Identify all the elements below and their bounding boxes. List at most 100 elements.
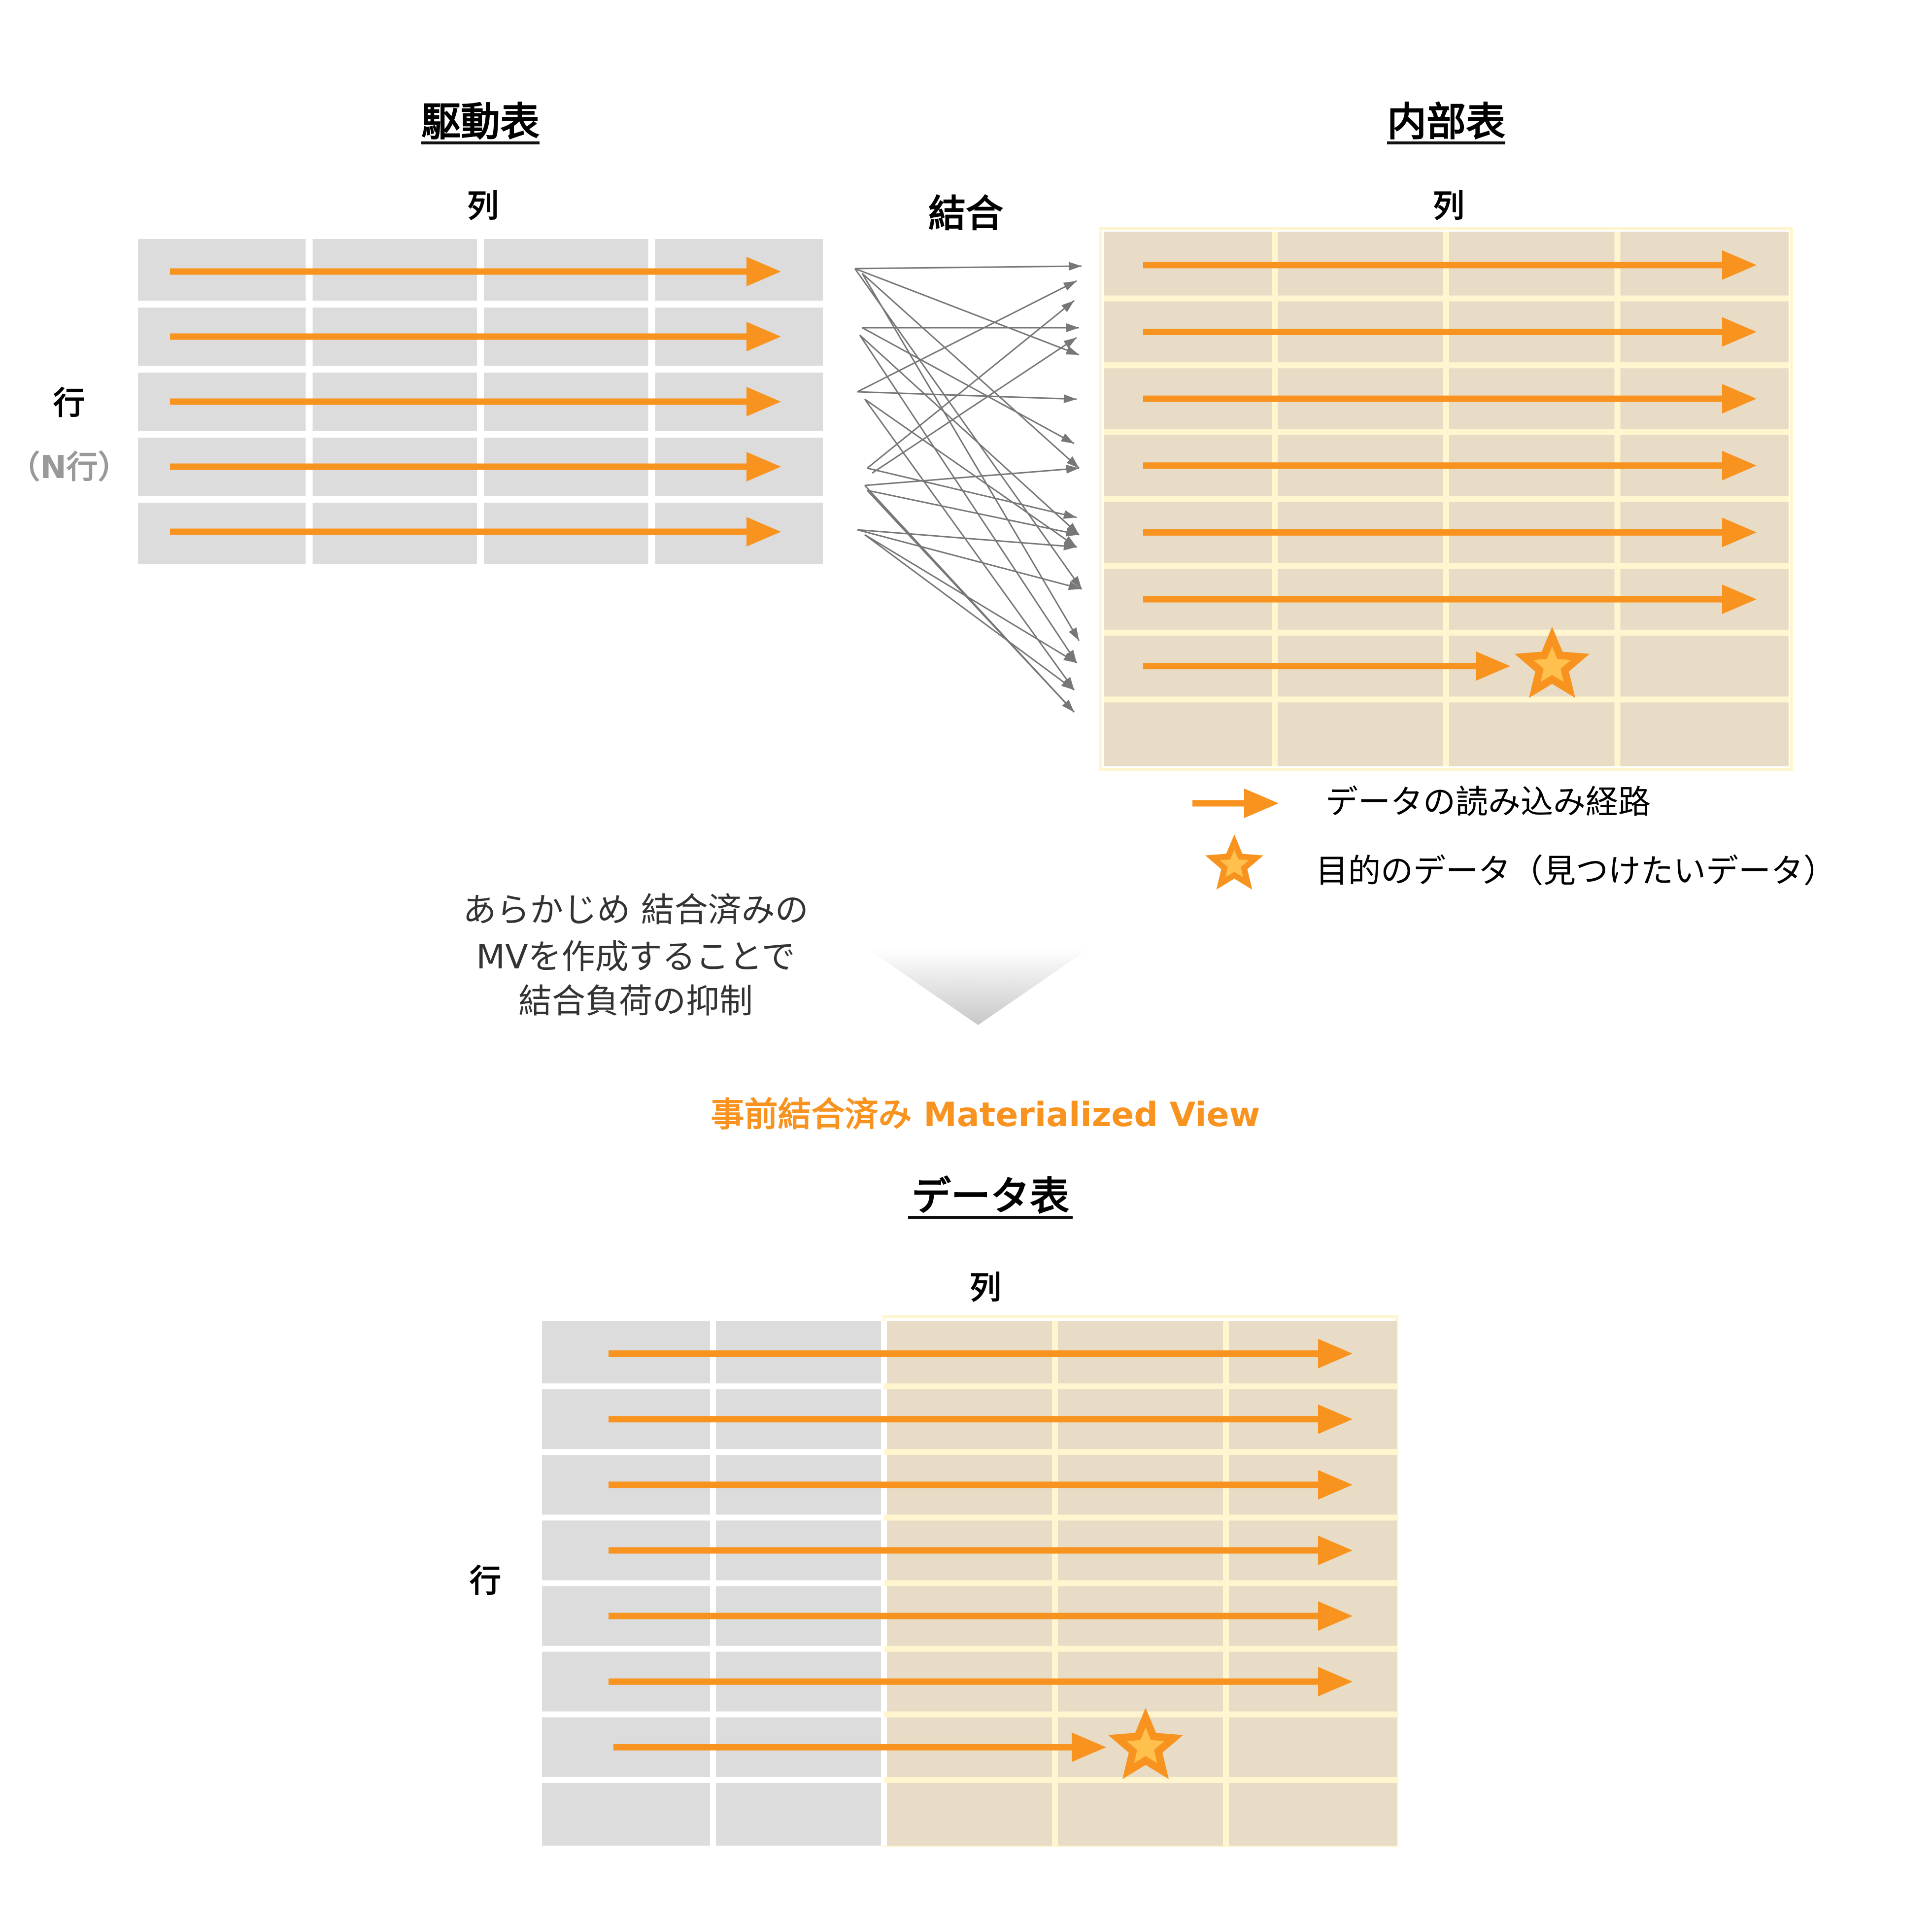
join-line: [854, 268, 1083, 589]
join-line: [861, 273, 1080, 641]
inner-table-cell: [1275, 699, 1446, 766]
read-path-arrow-icon: [170, 387, 781, 416]
join-arrowhead-icon: [1061, 679, 1074, 690]
join-line: [857, 529, 1082, 590]
join-arrowhead-icon: [1065, 346, 1079, 355]
target-star-icon-inner: [1533, 646, 1571, 682]
data-table-cell: [1055, 1780, 1226, 1846]
legend-read-path-arrow-icon: [1192, 789, 1279, 818]
read-path-arrow-icon: [1192, 789, 1279, 818]
data-table-row-label: 行: [470, 1563, 501, 1600]
legend-read-path-label: データの読み込み経路: [1325, 783, 1651, 821]
join-line: [867, 489, 1080, 536]
read-path-arrow-icon: [1143, 450, 1757, 480]
read-path-arrow-icon: [170, 322, 781, 351]
legend-star-shape-inner: [1220, 850, 1249, 878]
read-path-arrow-icon: [1143, 517, 1757, 548]
join-line: [864, 399, 1075, 690]
join-line: [867, 300, 1075, 469]
inner-table-cell: [1617, 632, 1789, 700]
join-line: [854, 265, 1082, 270]
read-path-arrow-icon: [1143, 317, 1757, 347]
join-line: [861, 273, 1080, 469]
join-arrowhead-icon: [1068, 262, 1082, 271]
join-arrowhead-icon: [1063, 510, 1077, 519]
join-line: [854, 268, 1080, 356]
inner-table-cell: [1617, 699, 1789, 766]
join-arrowhead-icon: [1066, 522, 1079, 535]
inner-table-grid: [1099, 227, 1793, 771]
join-arrowhead-icon: [1066, 323, 1079, 332]
join-arrowhead-icon: [1063, 338, 1077, 348]
inner-table-cell: [1104, 699, 1275, 766]
data-table-cell: [1226, 1714, 1397, 1780]
read-path-arrow-icon: [170, 257, 781, 286]
data-table-cell: [713, 1780, 884, 1846]
read-path-arrow-icon: [609, 1470, 1353, 1500]
join-arrowhead-icon: [1063, 394, 1077, 404]
join-line: [864, 534, 1077, 664]
join-arrowhead-icon: [1063, 281, 1077, 291]
read-path-arrow-icon: [1143, 651, 1510, 681]
join-arrowhead-icon: [1066, 465, 1079, 474]
mv-note-line-1: あらかじめ 結合済みの: [463, 891, 809, 930]
join-line: [864, 467, 1080, 486]
read-path-arrow-icon: [609, 1601, 1353, 1631]
join-arrowhead-icon: [1062, 699, 1074, 712]
driving-table-title: 駆動表: [421, 99, 540, 145]
join-line: [864, 398, 1077, 548]
data-table-grid: [542, 1315, 1398, 1847]
join-line: [867, 467, 1077, 518]
inner-table-border: [1099, 227, 1793, 771]
join-arrowhead-icon: [1063, 536, 1077, 547]
legend-target-star-icon: [1205, 834, 1263, 890]
mv-heading: 事前結合済み Materialized View: [711, 1096, 1260, 1134]
read-path-arrow-icon: [170, 517, 781, 547]
read-path-arrow-icon: [613, 1732, 1106, 1762]
data-table-cell: [1226, 1780, 1397, 1846]
join-label: 結合: [928, 192, 1003, 236]
join-arrowhead-icon: [1070, 576, 1082, 589]
driving-table-row-count: （N行）: [8, 449, 130, 486]
mv-note-line-3: 結合負荷の抑制: [518, 982, 753, 1021]
inner-table-column-label: 列: [1433, 188, 1464, 225]
inner-table-cell: [1446, 699, 1618, 766]
join-arrowhead-icon: [1066, 456, 1079, 468]
data-table-column-label: 列: [970, 1270, 1001, 1306]
join-arrowhead-icon: [1061, 301, 1074, 312]
join-line: [857, 391, 1077, 400]
inner-table-title: 内部表: [1387, 99, 1505, 145]
join-line: [864, 534, 1075, 691]
join-line: [857, 529, 1077, 548]
data-table-cell: [884, 1780, 1055, 1846]
legend-target-label: 目的のデータ（見つけたいデータ）: [1316, 852, 1836, 890]
join-lines: [854, 262, 1083, 713]
read-path-arrow-icon: [1143, 384, 1757, 414]
join-arrowhead-icon: [1069, 627, 1079, 641]
read-path-arrow-icon: [1143, 584, 1757, 614]
join-line: [857, 280, 1077, 393]
join-line: [859, 334, 1080, 536]
join-line: [859, 335, 1078, 663]
driving-table-row-label: 行: [53, 385, 85, 422]
join-arrowhead-icon: [1063, 652, 1077, 663]
join-line: [866, 489, 1075, 713]
driving-table-grid: [138, 239, 823, 564]
data-table-title: データ表: [912, 1173, 1069, 1219]
driving-table-column-label: 列: [467, 188, 499, 225]
read-path-arrow-icon: [609, 1667, 1353, 1697]
mv-note-line-2: MVを作成することで: [476, 938, 795, 977]
join-arrowhead-icon: [1065, 527, 1079, 537]
target-star-icon-inner: [1127, 1727, 1164, 1763]
read-path-arrow-icon: [1143, 250, 1757, 280]
read-path-arrow-icon: [170, 452, 781, 481]
join-arrowhead-icon: [1060, 433, 1074, 444]
data-table-cell: [542, 1780, 713, 1846]
join-line: [872, 337, 1077, 474]
read-path-arrow-icon: [609, 1339, 1353, 1369]
down-triangle-icon: [867, 949, 1089, 1025]
read-path-arrow-icon: [609, 1535, 1353, 1565]
read-path-arrow-icon: [609, 1404, 1353, 1434]
join-arrowhead-icon: [1068, 581, 1082, 590]
